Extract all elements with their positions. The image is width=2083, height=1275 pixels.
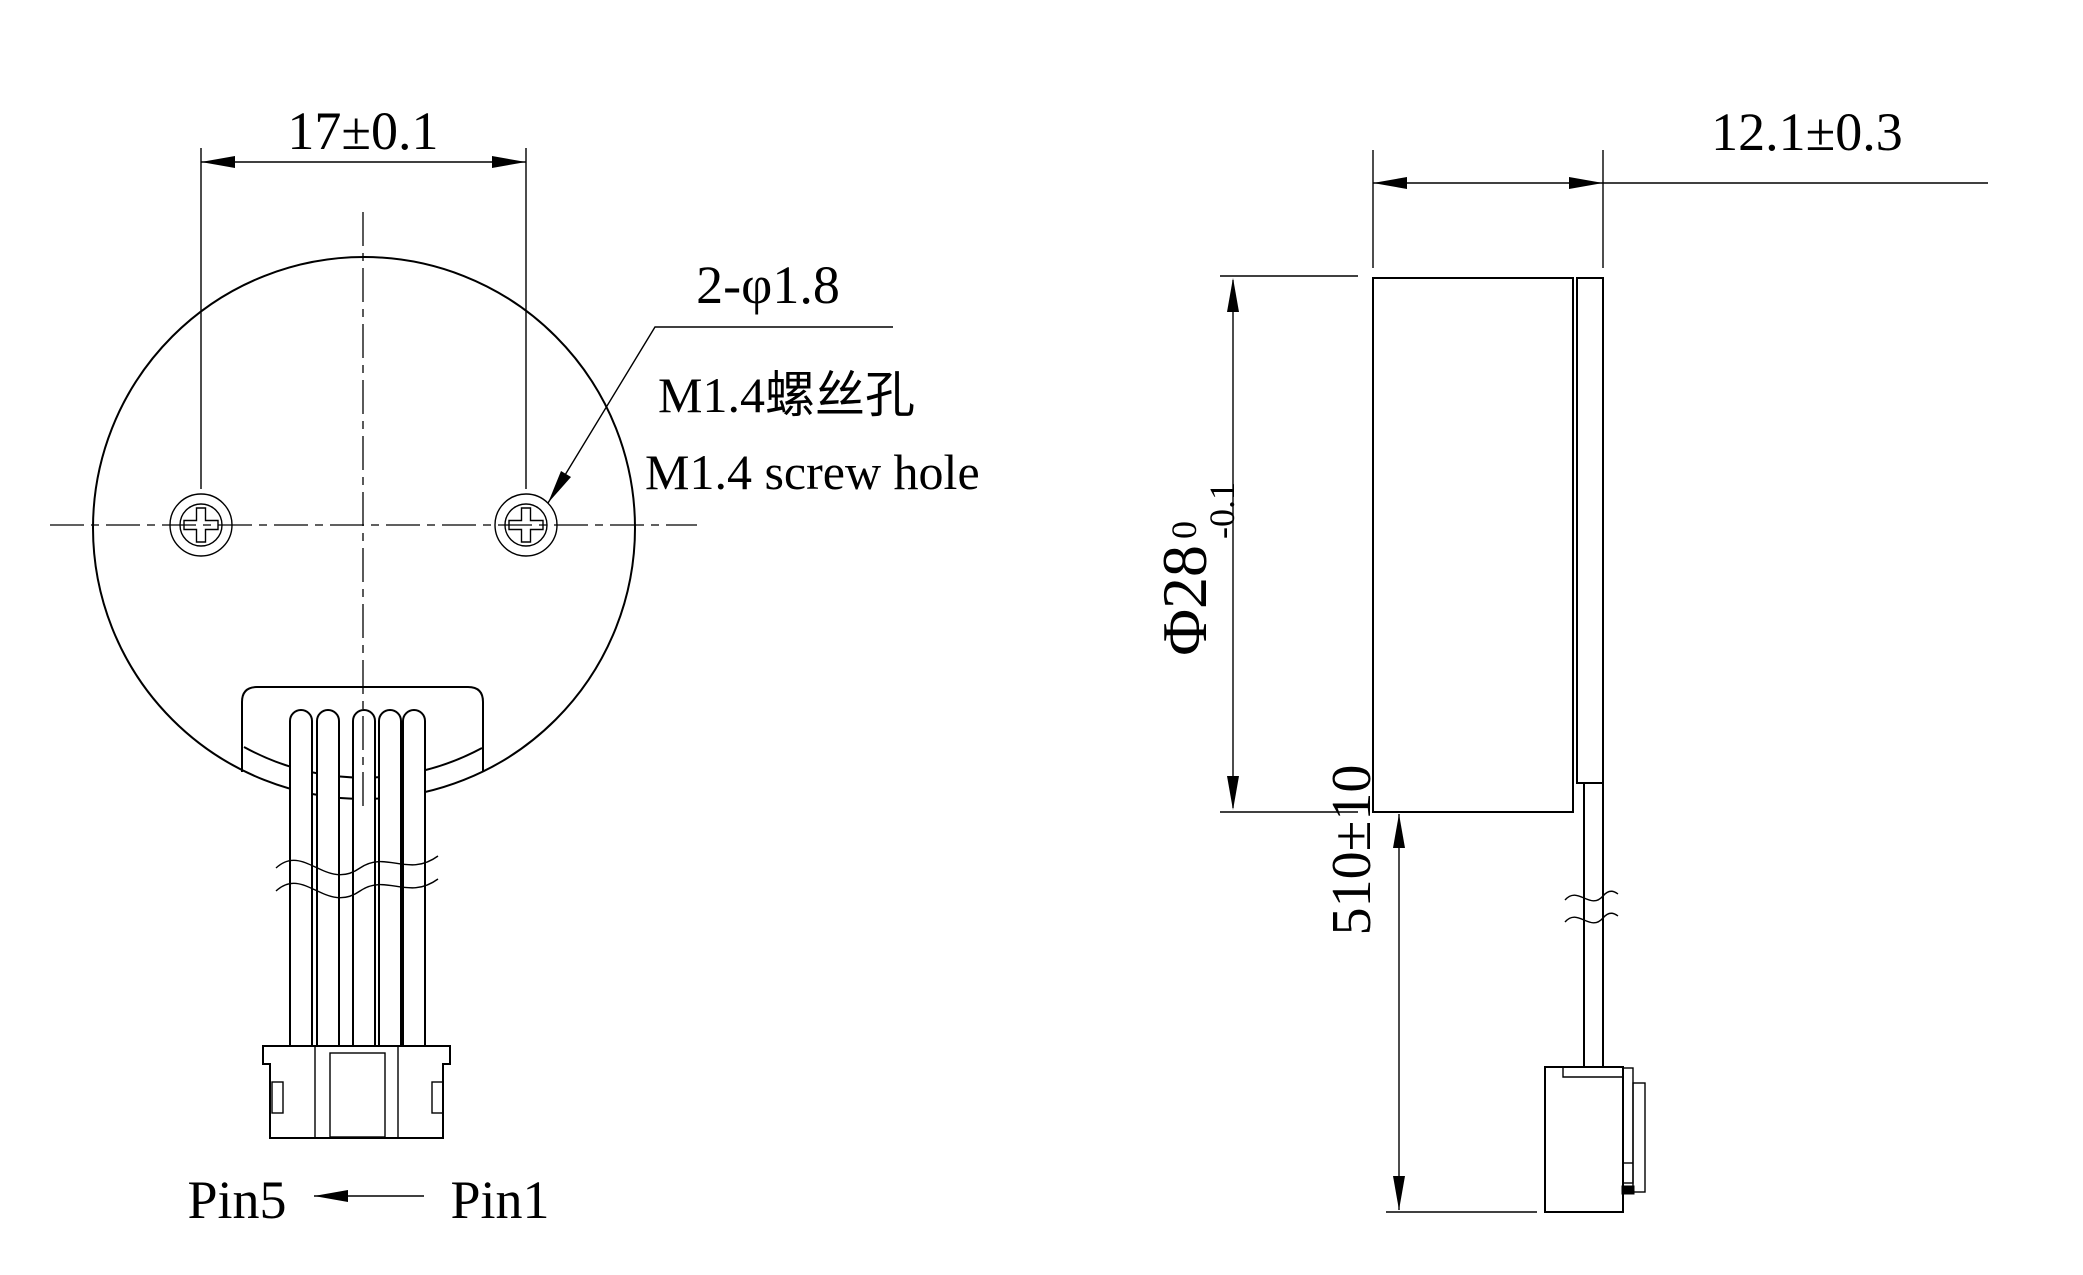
dim-diameter-tol-upper: 0 <box>1164 521 1204 539</box>
pin1-label: Pin1 <box>450 1170 549 1230</box>
pin-order-note: Pin5 Pin1 <box>187 1170 549 1230</box>
dim-diameter-text-group: Φ28 0 -0.1 <box>1149 482 1242 656</box>
cable-break-mark <box>1564 890 1619 924</box>
arrowhead-bottom <box>1227 776 1239 810</box>
screw-left <box>169 493 233 557</box>
dim-cable-length-text-group: 510±10 <box>1321 765 1383 936</box>
wire-break-mark <box>275 855 439 899</box>
connector-latch-left <box>271 1081 284 1114</box>
dim-thickness-text: 12.1±0.3 <box>1711 102 1903 162</box>
motor-body-side <box>1372 277 1574 813</box>
connector-side-body <box>1544 1066 1624 1213</box>
pin5-label: Pin5 <box>187 1170 286 1230</box>
connector-latch-right <box>431 1081 444 1114</box>
connector-side <box>1544 1066 1646 1213</box>
dim-screw-spacing-text: 17±0.1 <box>287 101 438 161</box>
connector-side-contact <box>1621 1185 1635 1195</box>
back-plate <box>1576 277 1604 784</box>
arrowhead-top <box>1393 814 1405 848</box>
dim-thickness: 12.1±0.3 <box>1372 102 1988 268</box>
arrowhead-left <box>201 156 235 168</box>
leader-line <box>547 326 893 504</box>
dim-diameter-tol-lower: -0.1 <box>1202 482 1242 539</box>
connector-side-latch-outer <box>1632 1082 1646 1193</box>
hole-note-cn-text: M1.4螺丝孔 <box>658 367 915 423</box>
wire-1 <box>289 709 313 1050</box>
connector-opening <box>329 1052 386 1138</box>
pin-arrowhead <box>314 1190 348 1202</box>
dim-cable-length-text: 510±10 <box>1321 765 1383 936</box>
dim-screw-spacing: 17±0.1 <box>200 101 527 489</box>
connector-side-latch-inner <box>1622 1067 1634 1184</box>
lead-wires <box>289 709 426 1050</box>
arrowhead-left <box>1373 177 1407 189</box>
connector-side-lip <box>1562 1067 1623 1078</box>
hole-callout: 2-φ1.8 M1.4螺丝孔 M1.4 screw hole <box>547 255 980 504</box>
arrowhead-top <box>1227 278 1239 312</box>
wire-2 <box>316 709 340 1050</box>
wire-4 <box>378 709 402 1050</box>
arrowhead-right <box>492 156 526 168</box>
connector-housing <box>262 1045 451 1139</box>
wire-5 <box>402 709 426 1050</box>
wire-3 <box>352 709 376 1050</box>
hole-callout-text: 2-φ1.8 <box>696 255 840 315</box>
dim-cable-length: 510±10 <box>1321 765 1537 1213</box>
arrowhead-right <box>1569 177 1603 189</box>
screw-right <box>494 493 558 557</box>
dim-diameter: Φ28 0 -0.1 <box>1149 275 1358 813</box>
front-view: 17±0.1 2-φ1.8 M1.4螺丝孔 M1.4 screw hole Pi… <box>50 101 980 1230</box>
cable <box>1564 783 1619 1067</box>
dim-diameter-text: Φ28 <box>1149 545 1220 656</box>
hole-note-en-text: M1.4 screw hole <box>645 444 980 500</box>
arrowhead-bottom <box>1393 1176 1405 1210</box>
side-view: 12.1±0.3 Φ28 0 -0.1 510±10 <box>1149 102 1988 1213</box>
leader-arrowhead <box>548 471 571 503</box>
connector-front <box>262 1045 451 1139</box>
